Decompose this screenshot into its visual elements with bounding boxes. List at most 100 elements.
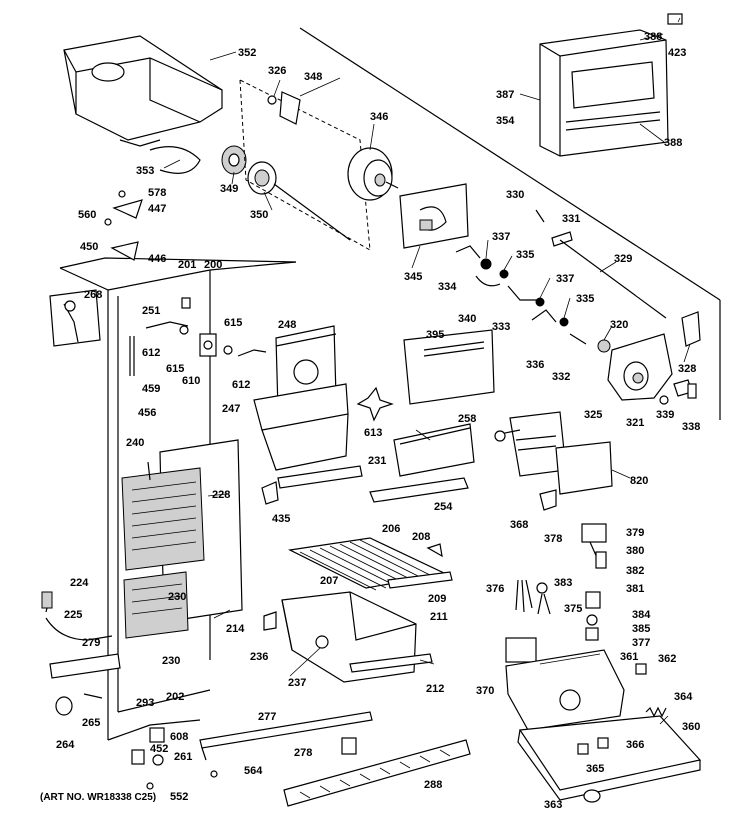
label-346: 346 bbox=[370, 111, 388, 123]
label-293: 293 bbox=[136, 697, 154, 709]
label-325: 325 bbox=[584, 409, 602, 421]
label-265: 265 bbox=[82, 717, 100, 729]
housing-247 bbox=[253, 325, 363, 489]
label-332: 332 bbox=[552, 371, 570, 383]
fan-blade-613 bbox=[356, 386, 394, 422]
label-279: 279 bbox=[82, 637, 100, 649]
label-365: 365 bbox=[586, 763, 604, 775]
thermostat-610 bbox=[199, 333, 217, 357]
bracket-608 bbox=[149, 727, 165, 743]
valve-parts-378 bbox=[581, 523, 607, 641]
wire-612b bbox=[237, 349, 267, 357]
label-452: 452 bbox=[150, 743, 168, 755]
screw-261 bbox=[152, 754, 164, 766]
label-339: 339 bbox=[656, 409, 674, 421]
label-378: 378 bbox=[544, 533, 562, 545]
label-278: 278 bbox=[294, 747, 312, 759]
rail-277 bbox=[199, 711, 373, 761]
label-337b: 337 bbox=[556, 273, 574, 285]
screw-552 bbox=[146, 782, 154, 790]
label-288: 288 bbox=[424, 779, 442, 791]
bracket-435 bbox=[261, 481, 279, 505]
label-459: 459 bbox=[142, 383, 160, 395]
label-224: 224 bbox=[70, 577, 89, 589]
label-231: 231 bbox=[368, 455, 386, 467]
label-236: 236 bbox=[250, 651, 268, 663]
lever-rods bbox=[535, 209, 701, 347]
light-socket-268 bbox=[49, 289, 101, 347]
label-228: 228 bbox=[212, 489, 230, 501]
label-338: 338 bbox=[682, 421, 700, 433]
label-423: 423 bbox=[668, 47, 686, 59]
label-333: 333 bbox=[492, 321, 510, 333]
clip-615b bbox=[223, 345, 233, 355]
label-820: 820 bbox=[630, 475, 648, 487]
label-214: 214 bbox=[226, 623, 245, 635]
label-368: 368 bbox=[510, 519, 528, 531]
label-450: 450 bbox=[80, 241, 98, 253]
clip-362 bbox=[635, 663, 647, 675]
label-331: 331 bbox=[562, 213, 580, 225]
label-361: 361 bbox=[620, 651, 638, 663]
part-number-labels: 352 326 348 346 388 423 387 354 388 353 … bbox=[40, 31, 700, 811]
foot-363 bbox=[583, 789, 601, 803]
label-560: 560 bbox=[78, 209, 96, 221]
label-352: 352 bbox=[238, 47, 256, 59]
label-209: 209 bbox=[428, 593, 446, 605]
label-340: 340 bbox=[458, 313, 476, 325]
label-230b: 230 bbox=[162, 655, 180, 667]
label-446: 446 bbox=[148, 253, 166, 265]
clip-615 bbox=[179, 325, 189, 335]
label-379: 379 bbox=[626, 527, 644, 539]
label-375: 375 bbox=[564, 603, 582, 615]
label-552: 552 bbox=[170, 791, 188, 803]
label-211: 211 bbox=[430, 611, 448, 623]
label-376: 376 bbox=[486, 583, 504, 595]
label-363: 363 bbox=[544, 799, 562, 811]
label-345: 345 bbox=[404, 271, 422, 283]
label-261: 261 bbox=[174, 751, 192, 763]
label-370: 370 bbox=[476, 685, 494, 697]
label-447: 447 bbox=[148, 203, 166, 215]
label-202: 202 bbox=[166, 691, 184, 703]
label-321: 321 bbox=[626, 417, 644, 429]
label-613: 613 bbox=[364, 427, 382, 439]
tubing-225 bbox=[41, 591, 113, 641]
label-381: 381 bbox=[626, 583, 644, 595]
label-366: 366 bbox=[626, 739, 644, 751]
label-247: 247 bbox=[222, 403, 240, 415]
label-364: 364 bbox=[674, 691, 693, 703]
label-334: 334 bbox=[438, 281, 457, 293]
label-212: 212 bbox=[426, 683, 444, 695]
clip-208 bbox=[426, 543, 443, 558]
label-277: 277 bbox=[258, 711, 276, 723]
label-610: 610 bbox=[182, 375, 200, 387]
label-384: 384 bbox=[632, 609, 651, 621]
label-435: 435 bbox=[272, 513, 290, 525]
dispenser-motor-325 bbox=[597, 333, 697, 405]
label-383: 383 bbox=[554, 577, 572, 589]
shelf-guard-258 bbox=[393, 423, 475, 477]
screw-564 bbox=[210, 770, 218, 778]
label-578: 578 bbox=[148, 187, 166, 199]
hinge-parts-447 bbox=[104, 190, 143, 261]
label-350: 350 bbox=[250, 209, 268, 221]
label-206: 206 bbox=[382, 523, 400, 535]
label-385: 385 bbox=[632, 623, 650, 635]
label-564: 564 bbox=[244, 765, 263, 777]
wheel-264 bbox=[55, 696, 73, 716]
label-360: 360 bbox=[682, 721, 700, 733]
evaporator-228 bbox=[121, 439, 243, 639]
drive-gear-349 bbox=[221, 145, 247, 175]
label-251: 251 bbox=[142, 305, 160, 317]
label-208: 208 bbox=[412, 531, 430, 543]
label-387: 387 bbox=[496, 89, 514, 101]
label-615: 615 bbox=[224, 317, 242, 329]
bracket-612 bbox=[145, 321, 189, 329]
label-337: 337 bbox=[492, 231, 510, 243]
label-348: 348 bbox=[304, 71, 322, 83]
label-248: 248 bbox=[278, 319, 296, 331]
auger-motor-350 bbox=[247, 161, 351, 241]
label-456: 456 bbox=[138, 407, 156, 419]
